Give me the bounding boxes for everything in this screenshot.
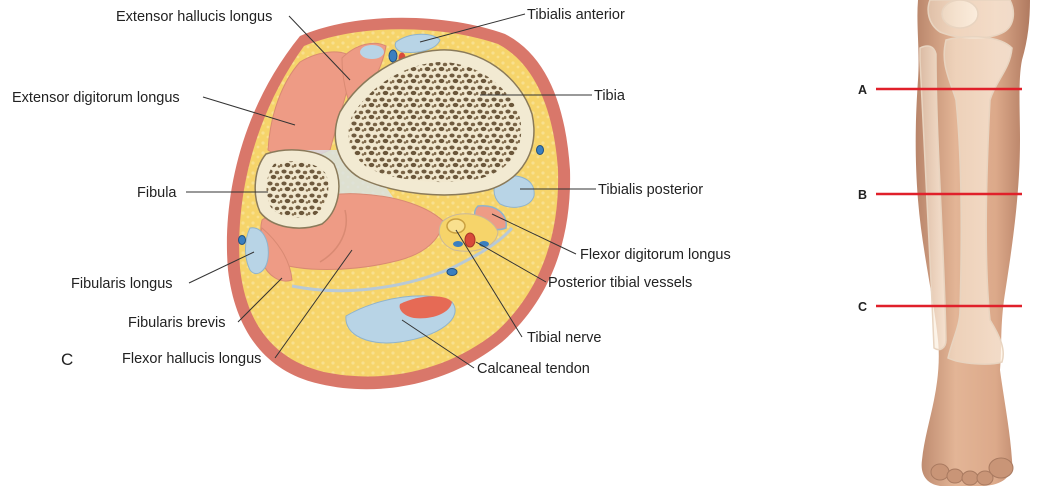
leader-fibularis-brevis bbox=[237, 277, 283, 323]
fibula-marrow bbox=[266, 161, 329, 218]
small-vessel-5 bbox=[536, 145, 544, 155]
small-vessel-7 bbox=[446, 268, 458, 276]
level-label-b: B bbox=[858, 188, 867, 202]
fibularis-longus-tendon bbox=[245, 227, 269, 274]
small-vessel-6 bbox=[238, 235, 246, 245]
small-vessel-1 bbox=[388, 49, 398, 63]
level-label-a: A bbox=[858, 83, 867, 97]
leg-illustration: A B C bbox=[858, 0, 1030, 486]
label-posterior-tibial-vessels: Posterior tibial vessels bbox=[548, 275, 692, 291]
leader-tibial-nerve bbox=[455, 229, 523, 338]
tibial-nerve-shape bbox=[446, 218, 466, 234]
leader-tibialis-anterior bbox=[419, 13, 526, 43]
tibia-marrow bbox=[348, 62, 522, 183]
cross-section bbox=[226, 17, 571, 390]
leader-flexor-digitorum-longus bbox=[491, 213, 577, 255]
panel-label: C bbox=[61, 350, 73, 369]
tibia-bone-leg bbox=[943, 35, 1013, 365]
label-flexor-hallucis-longus: Flexor hallucis longus bbox=[122, 351, 261, 367]
leader-extensor-hallucis-longus bbox=[288, 15, 351, 81]
toes bbox=[930, 457, 1014, 486]
leader-posterior-tibial-vessels bbox=[475, 241, 547, 283]
fibula-bone-leg bbox=[919, 45, 947, 351]
label-tibia: Tibia bbox=[594, 88, 626, 104]
leader-fibularis-longus bbox=[188, 251, 255, 284]
leader-lines bbox=[186, 13, 596, 369]
level-lines: A B C bbox=[858, 83, 1022, 314]
label-extensor-hallucis-longus: Extensor hallucis longus bbox=[116, 9, 272, 25]
label-flexor-digitorum-longus: Flexor digitorum longus bbox=[580, 247, 731, 263]
leg-bones bbox=[919, 0, 1015, 365]
label-tibial-nerve: Tibial nerve bbox=[527, 330, 601, 346]
leader-extensor-digitorum-longus bbox=[202, 96, 296, 126]
leader-flexor-hallucis-longus bbox=[274, 249, 353, 359]
level-label-c: C bbox=[858, 300, 867, 314]
tibialis-anterior-tendon bbox=[394, 33, 441, 53]
posterior-tibial-artery bbox=[464, 232, 476, 248]
extensor-hallucis-tendon bbox=[360, 45, 384, 59]
deep-fascia bbox=[291, 227, 514, 293]
label-tibialis-posterior: Tibialis posterior bbox=[598, 182, 703, 198]
label-fibula: Fibula bbox=[137, 185, 177, 201]
posterior-tibial-vein-1 bbox=[453, 241, 463, 247]
label-fibularis-brevis: Fibularis brevis bbox=[128, 315, 226, 331]
label-fibularis-longus: Fibularis longus bbox=[71, 276, 173, 292]
leader-calcaneal-tendon bbox=[401, 319, 475, 369]
patella bbox=[941, 0, 979, 29]
labels: Extensor hallucis longus Extensor digito… bbox=[12, 7, 731, 377]
label-extensor-digitorum-longus: Extensor digitorum longus bbox=[12, 90, 180, 106]
muscle-divider bbox=[319, 209, 347, 263]
label-tibialis-anterior: Tibialis anterior bbox=[527, 7, 625, 23]
plantaris-muscle-remnant bbox=[399, 296, 452, 319]
label-calcaneal-tendon: Calcaneal tendon bbox=[477, 361, 590, 377]
